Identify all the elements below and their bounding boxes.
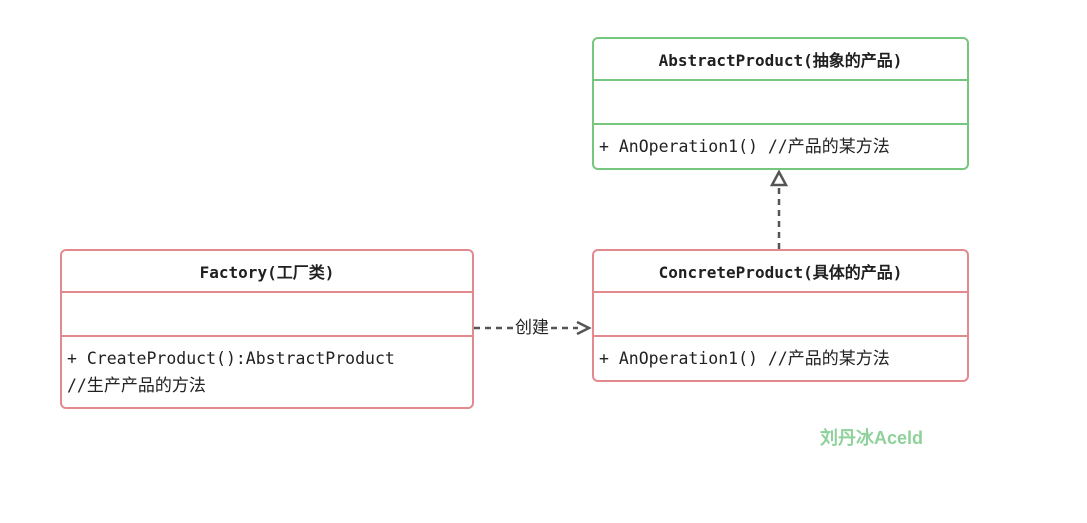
factory-operation-note: 生产产品的方法 <box>86 376 206 396</box>
concrete-product-attributes <box>594 293 967 337</box>
concrete-product-class[interactable]: ConcreteProduct(具体的产品) + AnOperation1() … <box>592 249 969 382</box>
concrete-product-title: ConcreteProduct(具体的产品) <box>594 251 967 293</box>
abstract-product-attributes <box>594 81 967 125</box>
factory-operations: + CreateProduct():AbstractProduct //生产产品… <box>62 337 472 400</box>
factory-attributes <box>62 293 472 337</box>
abstract-product-operation-note: 产品的某方法 <box>787 137 890 157</box>
create-dependency-arrowhead <box>576 320 592 336</box>
concrete-product-operation-note: 产品的某方法 <box>787 349 890 369</box>
abstract-product-class[interactable]: AbstractProduct(抽象的产品) + AnOperation1() … <box>592 37 969 170</box>
factory-operation-signature: + CreateProduct():AbstractProduct <box>67 349 395 368</box>
concrete-product-operation-signature: + AnOperation1() // <box>599 349 788 368</box>
factory-title: Factory(工厂类) <box>62 251 472 293</box>
abstract-product-title: AbstractProduct(抽象的产品) <box>594 39 967 81</box>
author-watermark: 刘丹冰Aceld <box>820 428 924 448</box>
factory-operation-note-prefix: // <box>67 376 87 395</box>
create-relation-label: 创建 <box>514 316 550 340</box>
abstract-product-operations: + AnOperation1() //产品的某方法 <box>594 125 967 161</box>
concrete-product-operations: + AnOperation1() //产品的某方法 <box>594 337 967 373</box>
abstract-product-operation-signature: + AnOperation1() // <box>599 137 788 156</box>
realization-arrowhead <box>769 169 789 187</box>
factory-class[interactable]: Factory(工厂类) + CreateProduct():AbstractP… <box>60 249 474 409</box>
